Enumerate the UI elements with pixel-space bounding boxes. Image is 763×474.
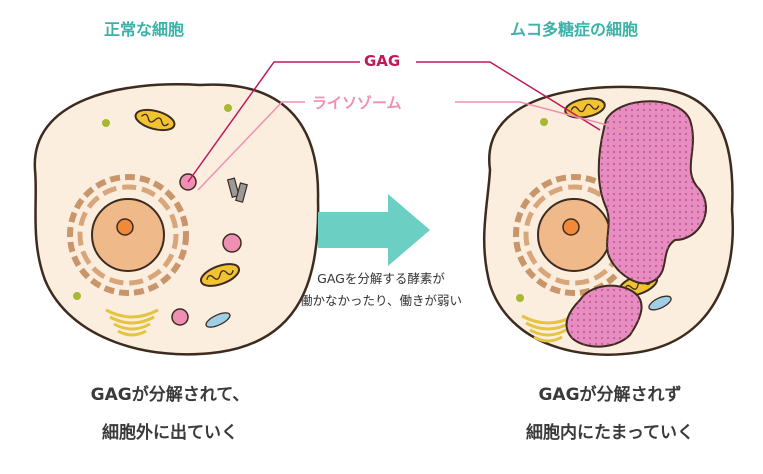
mps-caption-line1: GAGが分解されず: [538, 385, 682, 405]
lysosome-leader-line-right: [455, 101, 627, 131]
arrow-note-line2: 働かなかったり、働きが弱い: [299, 293, 462, 308]
arrow-note-line1: GAGを分解する酵素が: [317, 271, 445, 286]
transition-arrow: [318, 194, 430, 266]
gag-leader-line: [187, 61, 360, 183]
arrow-note: GAGを分解する酵素が 働かなかったり、働きが弱い: [268, 268, 494, 312]
normal-caption-line1: GAGが分解されて、: [90, 385, 250, 405]
gag-leader-line-right: [416, 61, 601, 131]
mps-caption-line2: 細胞内にたまっていく: [526, 423, 694, 443]
normal-cell-caption: GAGが分解されて、 細胞外に出ていく: [40, 376, 300, 452]
gag-label: GAG: [364, 52, 401, 70]
normal-cell-title: 正常な細胞: [104, 20, 185, 39]
normal-caption-line2: 細胞外に出ていく: [102, 423, 238, 443]
mps-cell-caption: GAGが分解されず 細胞内にたまっていく: [470, 376, 750, 452]
normal-cell: [33, 83, 320, 356]
lysosome-leader-line: [197, 101, 305, 191]
mucopolysaccharidosis-cell: [482, 85, 734, 356]
mps-cell-title: ムコ多糖症の細胞: [510, 20, 639, 39]
lysosome-label: ライソゾーム: [312, 94, 402, 112]
